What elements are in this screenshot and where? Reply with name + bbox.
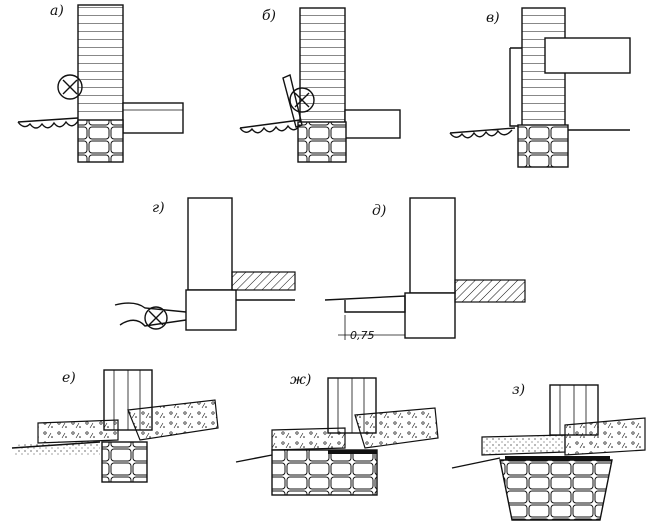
floor-slab xyxy=(231,271,296,291)
pipe-crossing-icon xyxy=(289,87,315,113)
brick-foundation xyxy=(271,449,378,496)
floor-slab xyxy=(454,279,526,303)
panel-z: з) xyxy=(451,382,646,521)
panel-d: д) 0,75 xyxy=(324,197,526,342)
stone-foundation xyxy=(499,459,613,521)
pipe xyxy=(114,302,187,327)
sand-bed xyxy=(481,434,566,456)
panel-g: г) xyxy=(114,197,296,331)
wall xyxy=(187,197,233,291)
concrete-slab xyxy=(271,427,346,451)
pipe-channel xyxy=(509,47,522,127)
panel-e: е) xyxy=(11,369,219,483)
panel-label-d: д) xyxy=(372,203,386,219)
panel-label-z: з) xyxy=(512,382,525,398)
wall xyxy=(409,197,456,294)
blind-area xyxy=(324,295,406,313)
concrete-slab xyxy=(37,419,119,444)
panel-a: а) xyxy=(17,3,184,163)
floor-slab xyxy=(344,109,401,139)
pipe-crossing-icon xyxy=(57,74,83,100)
panel-zh: ж) xyxy=(235,372,439,496)
floor-slab xyxy=(544,37,631,74)
panel-label-g: г) xyxy=(152,200,165,216)
panel-label-v: в) xyxy=(486,10,500,26)
panel-v: в) xyxy=(449,7,631,168)
foundation-block xyxy=(404,292,456,339)
panel-label-b: б) xyxy=(262,8,276,24)
pavement-slab xyxy=(17,117,79,129)
pipe-crossing-icon xyxy=(144,306,168,330)
foundation-block xyxy=(185,289,237,331)
pipe-sleeve xyxy=(282,74,303,128)
panel-label-e: е) xyxy=(62,370,76,386)
panel-b: б) xyxy=(239,7,401,163)
floor-slab xyxy=(122,102,184,134)
panel-label-a: а) xyxy=(50,3,64,19)
panel-label-zh: ж) xyxy=(290,372,311,388)
dimension-label: 0,75 xyxy=(350,329,375,342)
concrete-slab xyxy=(564,417,646,456)
